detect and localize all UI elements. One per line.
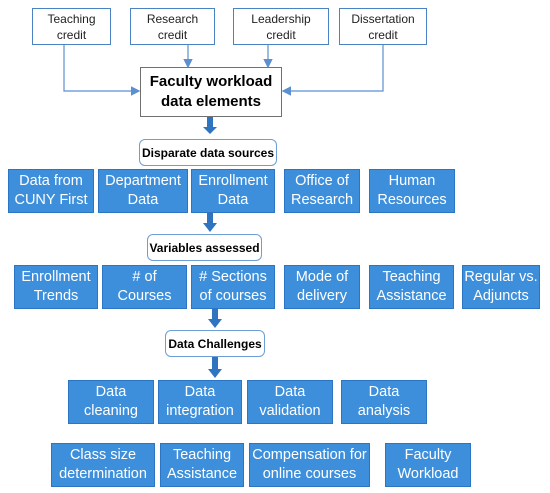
dissertation-connector [281,45,384,96]
challenge-label: Data analysis [357,384,411,419]
variable-box: Mode of delivery [284,265,360,309]
variable-label: Enrollment Trends [21,269,91,304]
challenge-label: Data cleaning [83,384,138,419]
variables-label: Variables assessed [149,240,260,255]
research-credit-box: Research credit [130,8,215,45]
teaching-credit-box: Teaching credit [32,8,111,45]
main-title: Faculty workload data elements [149,73,273,110]
main-title-box: Faculty workload data elements [140,67,282,117]
challenge-label: Data validation [259,384,321,419]
variable-box: # of Courses [102,265,187,309]
variable-label: Teaching Assistance [376,269,447,304]
challenge-label: Data integration [166,384,234,419]
variable-box: Teaching Assistance [369,265,454,309]
teaching-credit-label: Teaching credit [47,11,96,42]
variable-box: Regular vs. Adjuncts [462,265,540,309]
variable-label: Mode of delivery [295,269,349,304]
dissertation-credit-label: Dissertation credit [351,11,415,42]
outcome-box: Faculty Workload [385,443,471,487]
challenges-label: Data Challenges [168,336,262,351]
source-box: Data from CUNY First [8,169,94,213]
source-label: Office of Research [290,173,354,208]
source-label: Data from CUNY First [14,173,88,208]
source-label: Enrollment Data [198,173,268,208]
down-arrow-1 [203,117,217,134]
challenge-box: Data integration [158,380,242,424]
variables-label-box: Variables assessed [147,234,262,261]
sources-label: Disparate data sources [141,145,275,160]
source-box: Human Resources [369,169,455,213]
teaching-connector [63,45,141,96]
source-label: Department Data [105,173,181,208]
source-box: Office of Research [284,169,360,213]
source-box: Enrollment Data [191,169,275,213]
challenge-box: Data validation [247,380,333,424]
outcome-box: Compensation for online courses [249,443,370,487]
outcome-label: Class size determination [59,447,147,482]
leadership-credit-label: Leadership credit [251,11,311,42]
outcome-label: Compensation for online courses [252,447,367,482]
research-credit-label: Research credit [146,11,199,42]
outcome-box: Class size determination [51,443,155,487]
outcome-label: Faculty Workload [397,447,459,482]
outcome-label: Teaching Assistance [166,447,238,482]
variable-box: Enrollment Trends [14,265,98,309]
down-arrow-2 [203,213,217,232]
challenge-box: Data analysis [341,380,427,424]
variable-label: # of Courses [117,269,172,304]
variable-box: # Sections of courses [191,265,275,309]
source-label: Human Resources [377,173,447,208]
source-box: Department Data [98,169,188,213]
down-arrow-3 [208,307,222,328]
sources-label-box: Disparate data sources [139,139,277,166]
outcome-box: Teaching Assistance [160,443,244,487]
challenge-box: Data cleaning [68,380,154,424]
challenges-label-box: Data Challenges [165,330,265,357]
dissertation-credit-box: Dissertation credit [339,8,427,45]
leadership-credit-box: Leadership credit [233,8,329,45]
down-arrow-4 [208,355,222,378]
variable-label: Regular vs. Adjuncts [464,269,538,304]
variable-label: # Sections of courses [199,269,267,304]
